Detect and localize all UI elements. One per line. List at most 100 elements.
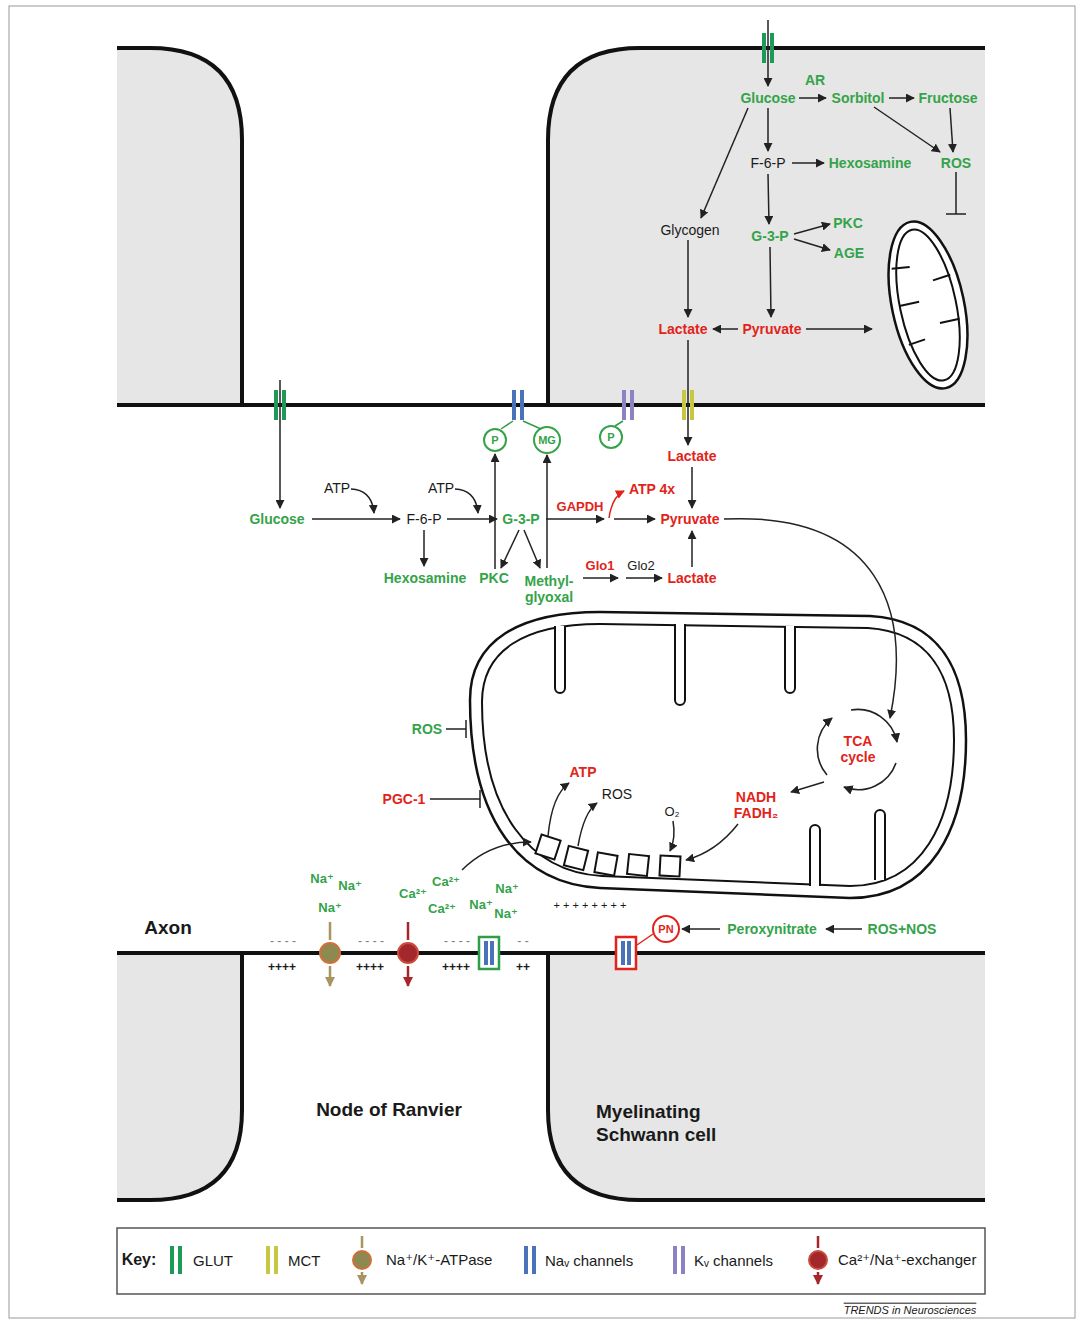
pathway-arrow — [770, 247, 771, 317]
circle-label: P — [491, 435, 498, 446]
na-k-atpase — [320, 943, 340, 963]
pathway-arrow — [792, 162, 824, 164]
axon-mitochondrion — [875, 810, 885, 880]
diagram-label: Lactate — [667, 570, 716, 586]
schwann-cell-fill — [117, 48, 242, 405]
legend-text: GLUT — [193, 1252, 233, 1269]
tca-cycle-arrows — [817, 709, 897, 789]
ca-na-exchanger — [809, 1251, 827, 1269]
diagram-label: Glo1 — [586, 559, 615, 574]
circle-label: P — [607, 432, 614, 443]
kv-channel — [630, 390, 634, 420]
pathway-arrow — [767, 108, 769, 151]
diagram-label: Na⁺ — [338, 879, 361, 894]
cell-outline — [548, 953, 985, 1200]
diagram-label: Hexosamine — [829, 155, 911, 171]
diagram-label: + + + + + + + + — [554, 899, 627, 912]
diagram-label: ROS+NOS — [868, 921, 937, 937]
pathway-arrow — [280, 20, 953, 929]
diagram-label: AGE — [834, 245, 864, 261]
atp-synthase — [594, 852, 617, 875]
diagram-label: GAPDH — [557, 500, 604, 515]
pathway-arrow — [791, 782, 824, 792]
schwann-cell-fill — [548, 48, 985, 405]
nav-channel — [484, 941, 488, 965]
pathway-arrow — [701, 108, 748, 218]
modification-circle: P — [483, 428, 507, 452]
diagram-label: Pyruvate — [742, 321, 801, 337]
diagram-label: Node of Ranvier — [316, 1099, 462, 1121]
schwann-mitochondrion — [875, 214, 981, 395]
diagram-label: Pyruvate — [660, 511, 719, 527]
diagram-label: G-3-P — [502, 511, 539, 527]
pathway-arrow — [768, 174, 769, 224]
na-k-atpase — [320, 922, 371, 1284]
nav-channel — [512, 390, 524, 420]
nav-channel — [627, 941, 631, 965]
diagram-label: ROS — [412, 721, 442, 737]
pathway-arrow — [351, 489, 374, 513]
diagram-label: Methyl- glyoxal — [518, 573, 580, 605]
pathway-arrow — [501, 530, 519, 568]
watermark: TRENDS in Neurosciences — [844, 1304, 977, 1317]
legend-swatch — [266, 1246, 278, 1274]
diagram-label: Na⁺ — [318, 901, 341, 916]
legend-text: Ca²⁺/Na⁺-exchanger — [838, 1251, 976, 1269]
pathway-arrow — [494, 454, 496, 569]
diagram-label: ++ — [516, 961, 530, 975]
diagram-label: Axon — [144, 917, 192, 939]
diagram-label: TCA cycle — [835, 733, 881, 765]
cell-membrane — [548, 48, 985, 405]
pathway-arrow — [279, 380, 281, 508]
cell-membrane — [117, 953, 242, 1200]
nav-channel — [621, 941, 625, 965]
pathway-arrow — [455, 489, 478, 513]
diagram-label: Hexosamine — [384, 570, 466, 586]
modification-circle: P — [599, 425, 623, 449]
diagram-label: ROS — [602, 786, 632, 802]
schwann-mitochondrion — [875, 214, 981, 395]
diagram-label: Ca²⁺ — [399, 887, 427, 902]
pathway-arrow — [614, 518, 655, 520]
circle-label: MG — [538, 435, 556, 446]
pathway-arrow — [548, 783, 569, 836]
diagram-label: - - — [517, 935, 528, 949]
diagram-label: Fructose — [918, 90, 977, 106]
diagram-label: ++++ — [442, 961, 470, 975]
glut-transporter — [762, 33, 766, 63]
diagram-label: Lactate — [658, 321, 707, 337]
inhibition-bar — [946, 172, 966, 214]
diagram-label: ATP — [428, 480, 454, 496]
diagram-label: Glo2 — [627, 559, 654, 574]
cell-membrane — [117, 951, 985, 955]
diagram-label: Ca²⁺ — [432, 875, 460, 890]
diagram-label: Peroxynitrate — [727, 921, 816, 937]
diagram-label: Glycogen — [660, 222, 719, 238]
pathway-arrow — [524, 530, 540, 568]
pathway-arrow — [806, 328, 872, 330]
axon-mitochondrion — [555, 626, 565, 693]
diagram-label: ROS — [941, 155, 971, 171]
diagram-label: ++++ — [268, 961, 296, 975]
glut-transporter — [282, 390, 286, 420]
mct-transporter — [682, 390, 686, 420]
diagram-label: ATP — [324, 480, 350, 496]
cell-membrane — [117, 403, 985, 407]
legend-text: Naᵥ channels — [545, 1252, 633, 1269]
pathway-arrow — [670, 821, 674, 851]
ca-na-exchanger — [398, 922, 827, 1284]
axon-mitochondrion — [675, 624, 685, 705]
nav-channel — [616, 937, 636, 969]
axon-mitochondrion — [470, 612, 966, 898]
pathway-arrow — [724, 519, 896, 718]
ca-na-exchanger — [398, 943, 418, 963]
nav-channel — [479, 937, 499, 969]
schwann-cell-fill — [117, 48, 985, 1200]
tca-cycle-arrows — [844, 763, 896, 790]
pathway-arrow — [462, 842, 531, 870]
atp-arrow — [609, 491, 624, 518]
legend-swatch — [170, 1246, 182, 1274]
legend-swatch — [673, 1246, 685, 1274]
cell-membrane — [117, 48, 985, 1200]
